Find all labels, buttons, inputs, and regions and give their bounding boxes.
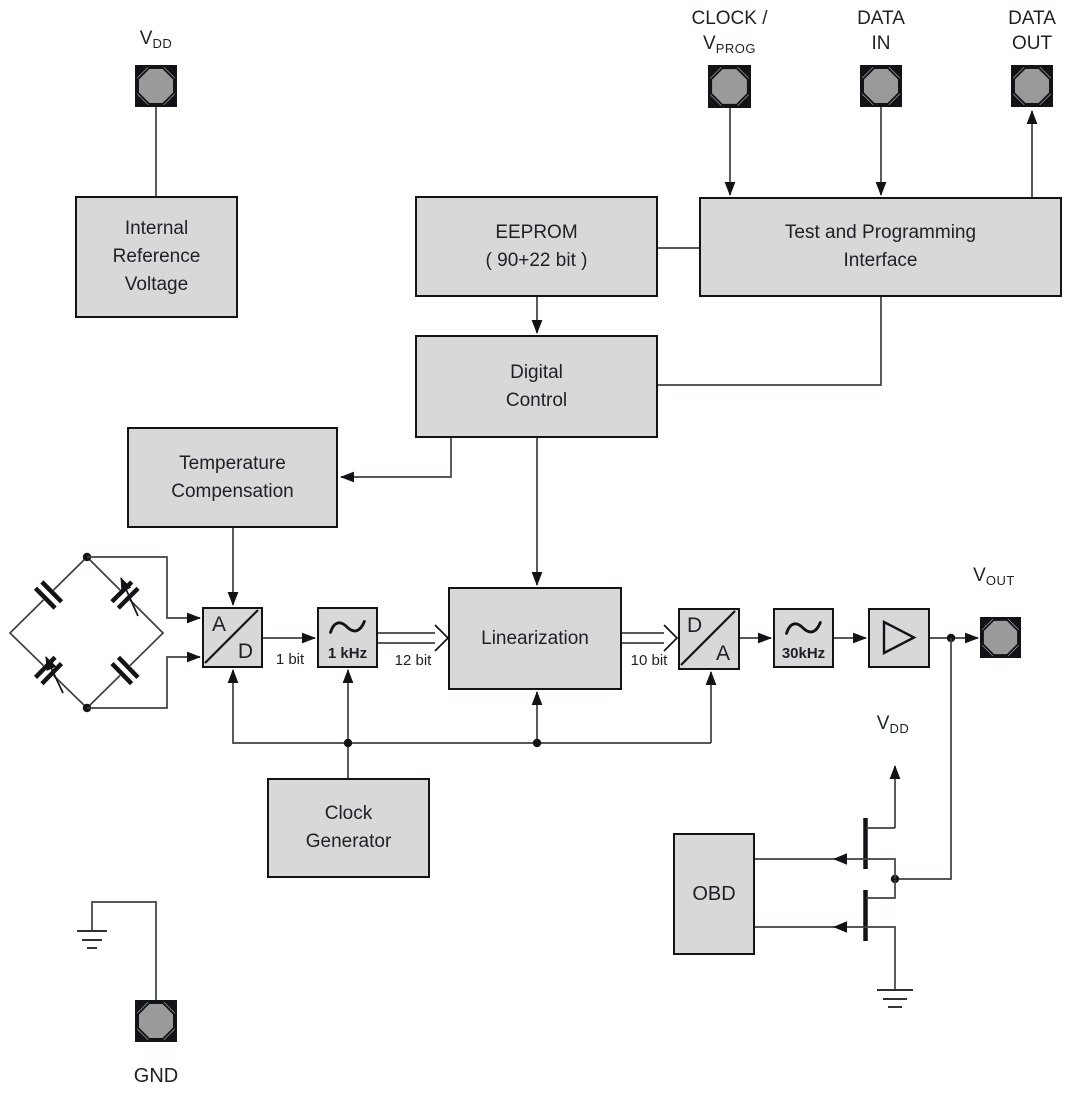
pad-icon: [135, 1000, 177, 1042]
obd-label: OBD: [692, 883, 736, 905]
dac-diagonal-icon: [680, 610, 736, 666]
filter-30khz-label: 30kHz: [781, 645, 826, 662]
obd-block: OBD: [673, 833, 755, 955]
data-in-label-line2: IN: [871, 33, 891, 54]
digital-control-line1: Digital: [510, 361, 563, 383]
eeprom-line2: ( 90+22 bit ): [485, 249, 588, 271]
capacitor-bottom-right: [108, 654, 142, 687]
amplifier-block: [868, 608, 930, 668]
signal-chain-wires: [263, 624, 979, 652]
pad-wires: [155, 107, 1038, 197]
clock-label-line1: CLOCK /: [691, 8, 768, 29]
bridge-sensor: [8, 552, 201, 713]
amplifier-triangle-icon: [882, 620, 917, 655]
pad-icon: [980, 617, 1021, 658]
linearization-block: Linearization: [448, 587, 622, 690]
temperature-compensation-line1: Temperature: [179, 452, 286, 474]
digital-wires: [227, 247, 882, 606]
adc-letter-d: D: [237, 640, 253, 663]
filter-30khz-block: 30kHz: [773, 608, 834, 668]
vdd-pad: [135, 65, 177, 107]
vdd-mid-label-main: V: [876, 713, 890, 734]
dac-letter-d: D: [687, 614, 703, 637]
test-interface-block: Test and Programming Interface: [699, 197, 1062, 297]
lower-mosfet: [755, 880, 896, 989]
eeprom-line1: EEPROM: [495, 221, 578, 243]
clock-generator-line2: Generator: [305, 831, 392, 852]
adc-out-bits-label: 1 bit: [275, 651, 305, 668]
internal-reference-block: Internal Reference Voltage: [75, 196, 238, 318]
gnd-label: GND: [133, 1065, 179, 1087]
data-in-pad: [860, 65, 902, 107]
data-out-label-line1: DATA: [1008, 8, 1056, 29]
data-in-label-line1: DATA: [857, 8, 905, 29]
pad-icon: [860, 65, 902, 107]
variable-arrow-bottom-left: [45, 656, 64, 694]
eeprom-block: EEPROM ( 90+22 bit ): [415, 196, 658, 297]
vprog-label-sub: PROG: [715, 41, 756, 56]
variable-arrow-top-right: [120, 577, 139, 617]
ground-symbol-output: [877, 989, 913, 1008]
filter-1khz-block: 1 kHz: [317, 607, 378, 668]
clock-generator-block: Clock Generator: [267, 778, 430, 878]
clock-vprog-label: CLOCK / VPROG: [657, 6, 802, 61]
bus-arrowhead-12bit: [434, 624, 450, 652]
filter-1khz-label: 1 kHz: [327, 645, 368, 662]
bus-arrowhead-10bit: [663, 624, 679, 652]
data-out-label: DATA OUT: [982, 6, 1070, 56]
lowpass-wave-icon: [329, 620, 366, 634]
vout-pad: [980, 617, 1021, 658]
vout-label-sub: OUT: [985, 573, 1015, 588]
vout-label: VOUT: [952, 563, 1036, 593]
ground-symbol-gnd: [77, 930, 107, 949]
internal-reference-line1: Internal: [124, 218, 189, 239]
adc-diagonal-icon: [204, 609, 259, 664]
vprog-label-main: V: [703, 33, 716, 54]
test-interface-line2: Interface: [843, 250, 918, 271]
digital-control-block: Digital Control: [415, 335, 658, 438]
output-stage: [755, 638, 952, 1008]
internal-reference-line3: Voltage: [124, 274, 189, 295]
vout-label-main: V: [973, 565, 986, 586]
gnd-wires: [77, 901, 157, 1000]
digital-control-line2: Control: [505, 389, 568, 411]
vdd-mid-label: VDD: [853, 711, 933, 741]
internal-reference-line2: Reference: [112, 246, 201, 267]
gnd-pad: [135, 1000, 177, 1042]
dac-letter-a: A: [715, 642, 730, 665]
adc-block: A D: [202, 607, 263, 668]
temperature-compensation-line2: Compensation: [171, 480, 294, 502]
vdd-top-label: VDD: [106, 26, 206, 56]
data-out-pad: [1011, 65, 1053, 107]
temperature-compensation-block: Temperature Compensation: [127, 427, 338, 528]
filter-out-bits-label: 12 bit: [394, 652, 432, 669]
pad-icon: [135, 65, 177, 107]
lowpass-wave-icon: [785, 621, 822, 635]
clock-bus: [227, 669, 717, 778]
vdd-top-label-main: V: [139, 28, 153, 49]
upper-mosfet: [755, 765, 901, 879]
data-in-label: DATA IN: [831, 6, 931, 56]
clock-generator-line1: Clock: [324, 803, 373, 824]
pad-icon: [708, 65, 751, 108]
linearization-label: Linearization: [481, 627, 589, 649]
capacitor-top-left: [32, 578, 65, 612]
dac-block: D A: [678, 608, 740, 670]
vdd-top-label-sub: DD: [152, 36, 173, 51]
test-interface-line1: Test and Programming: [784, 222, 977, 243]
vdd-mid-label-sub: DD: [889, 721, 910, 736]
clock-vprog-pad: [708, 65, 751, 108]
pad-icon: [1011, 65, 1053, 107]
data-out-label-line2: OUT: [1011, 33, 1053, 54]
adc-letter-a: A: [212, 613, 227, 636]
linearization-out-bits-label: 10 bit: [630, 652, 668, 669]
